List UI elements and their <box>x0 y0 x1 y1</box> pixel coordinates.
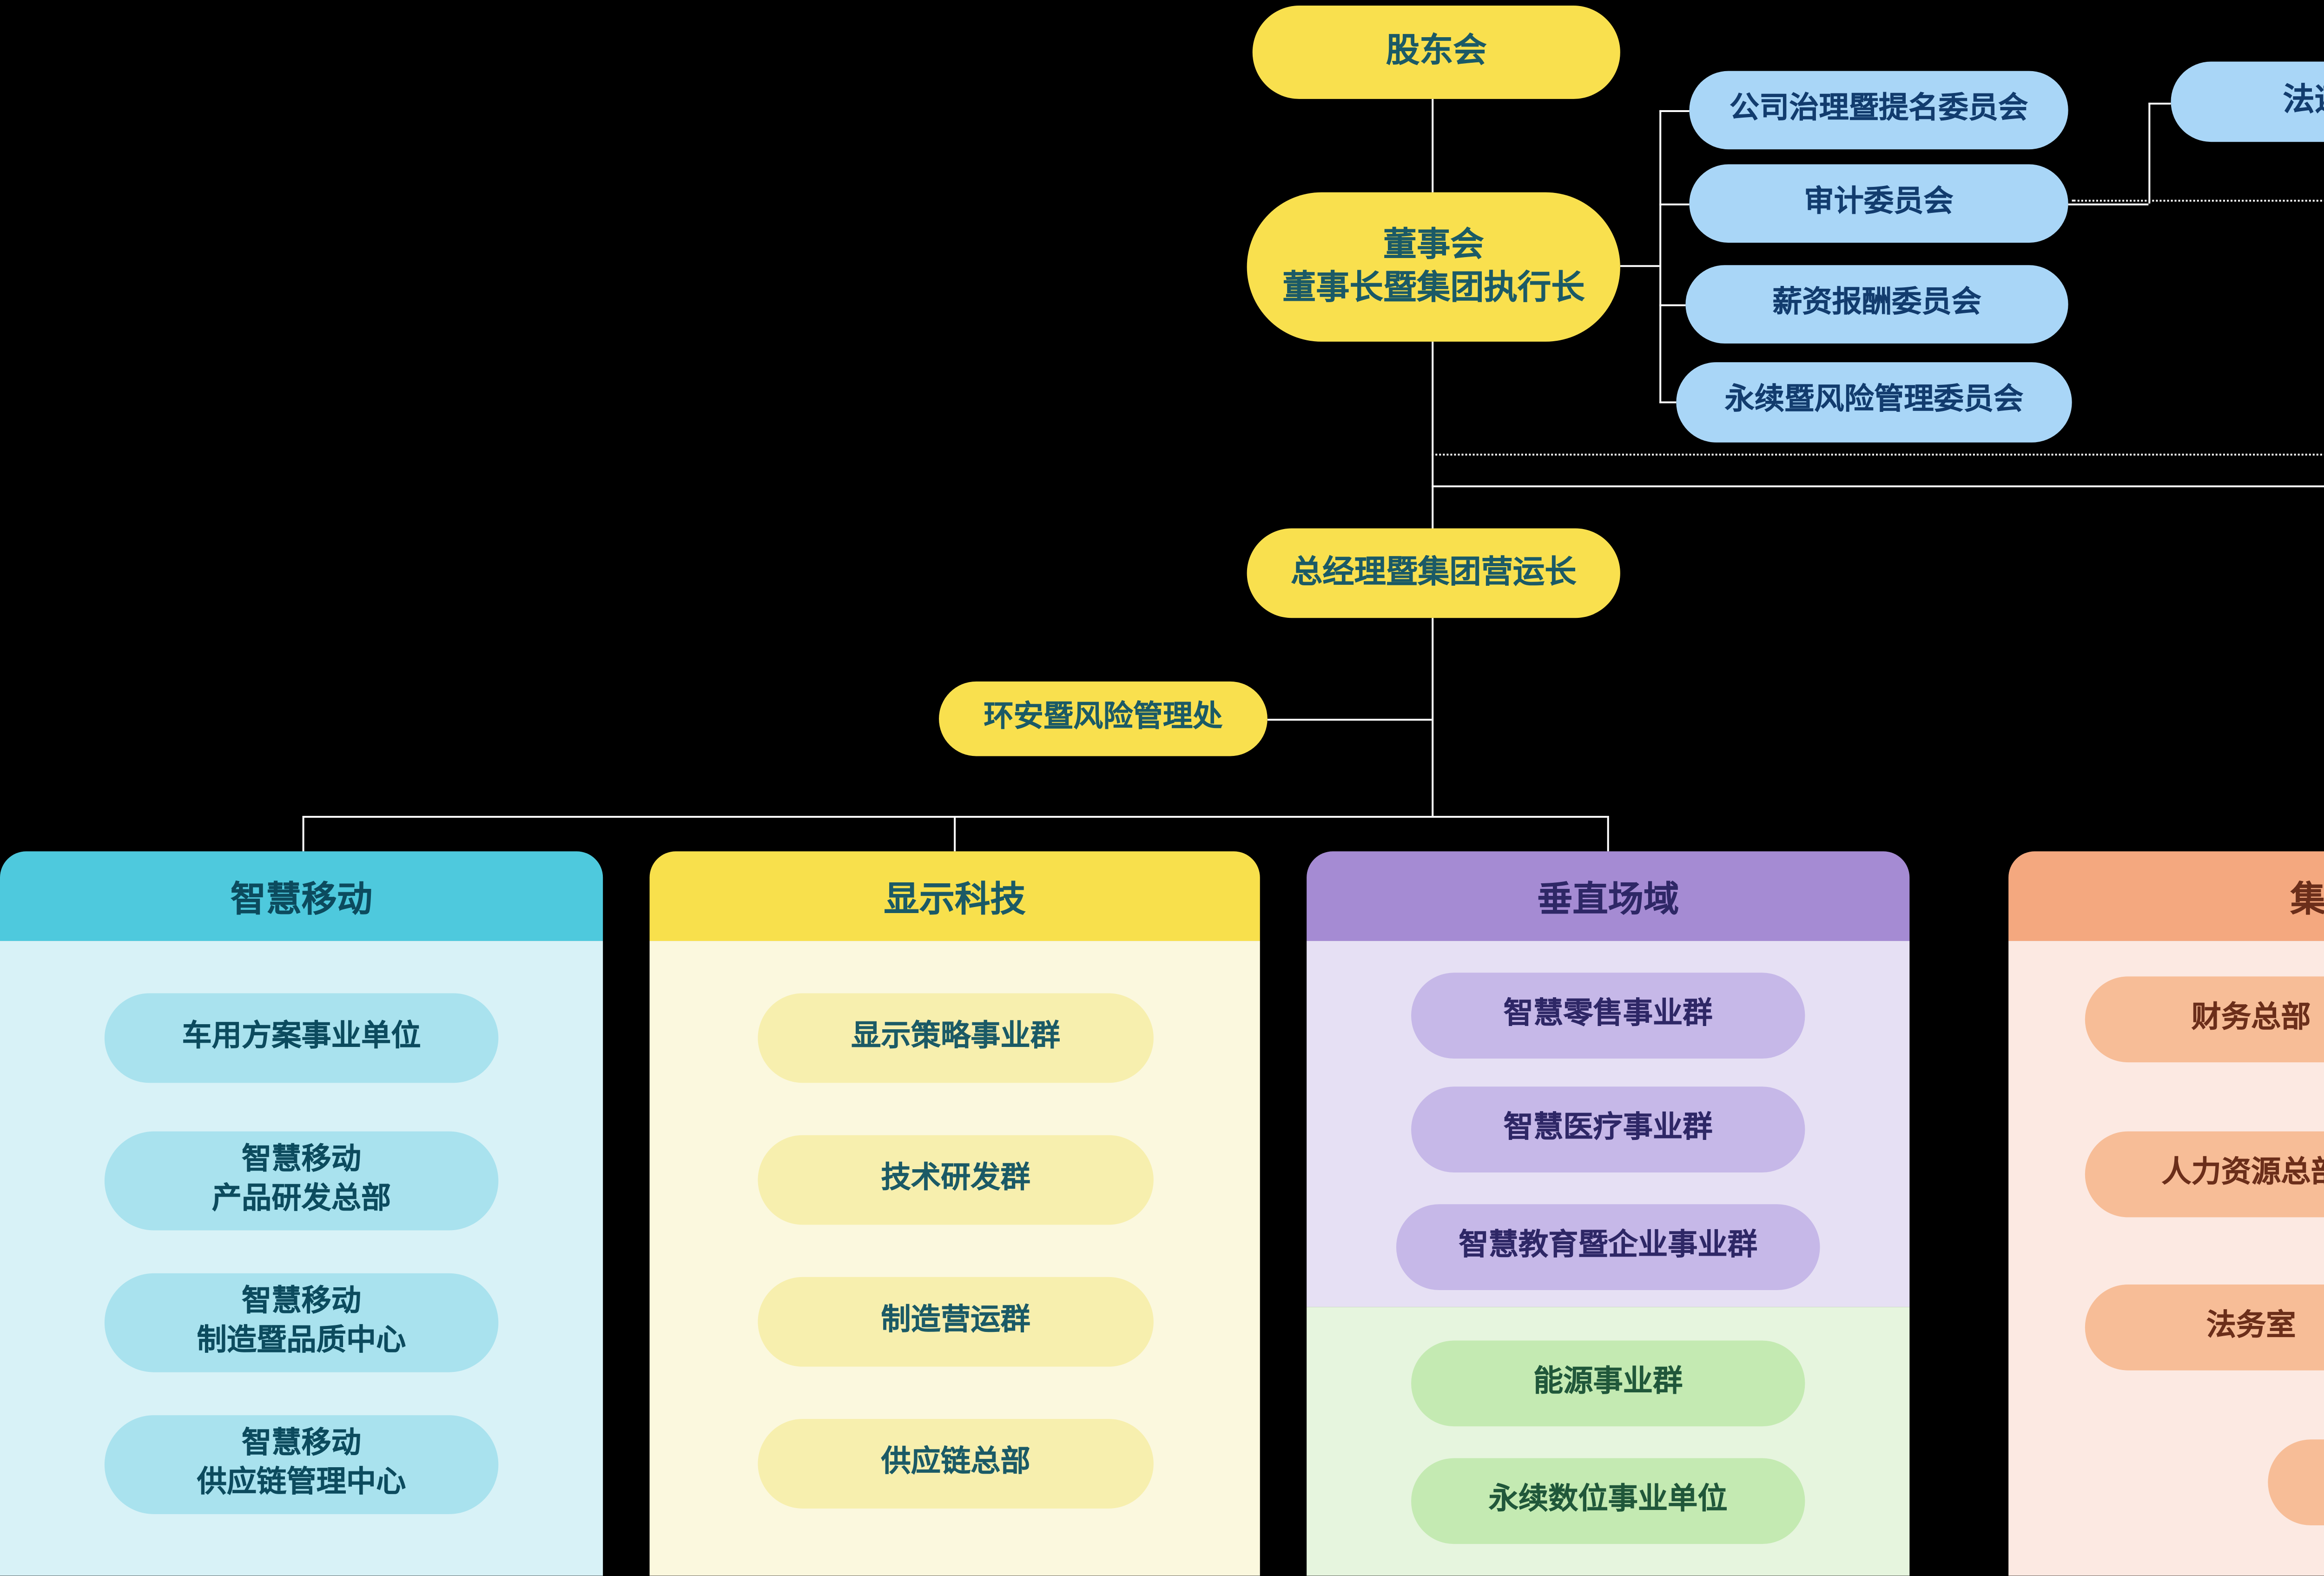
connector-compliance-stub <box>2148 102 2171 105</box>
connector-committee-1-stub <box>1659 110 1690 112</box>
org-node-smart-retail: 智慧零售事业群 <box>1411 973 1805 1059</box>
connector-drop-vertical <box>1607 815 1609 852</box>
connector-president-branch <box>1432 618 1434 816</box>
org-node-finance-hq: 财务总部 <box>2085 976 2324 1063</box>
org-node-hr-hq: 人力资源总部 <box>2085 1131 2324 1218</box>
org-node-mobility-rnd: 智慧移动 产品研发总部 <box>104 1131 499 1231</box>
org-node-smart-education-enterprise: 智慧教育暨企业事业群 <box>1396 1204 1820 1291</box>
org-node-mfg-operations: 制造营运群 <box>758 1277 1154 1367</box>
connector-support-horizontal <box>1432 485 2324 488</box>
connector-committees-spine <box>1659 110 1662 404</box>
org-node-display-strategy: 显示策略事业群 <box>758 993 1154 1083</box>
org-node-shareholders: 股东会 <box>1252 6 1620 99</box>
connector-committee-4-stub <box>1659 401 1677 404</box>
org-node-ehs-office: 环安暨风险管理处 <box>939 681 1268 756</box>
dotted-audit-to-edge <box>2072 199 2324 202</box>
org-node-mobility-supplychain: 智慧移动 供应链管理中心 <box>104 1415 499 1514</box>
division-support-header: 集团营运支援单位 <box>2008 851 2324 941</box>
connector-audit-compliance-v <box>2148 102 2151 204</box>
org-node-committee-governance: 公司治理暨提名委员会 <box>1689 71 2068 150</box>
connector-committee-3-stub <box>1659 304 1686 306</box>
division-display-header: 显示科技 <box>649 851 1260 941</box>
org-node-tech-rnd: 技术研发群 <box>758 1135 1154 1225</box>
org-node-smart-medical: 智慧医疗事业群 <box>1411 1086 1805 1173</box>
connector-drop-mobility <box>302 815 304 852</box>
org-node-legal-office: 法务室 <box>2085 1284 2324 1371</box>
org-node-committee-compensation: 薪资报酬委员会 <box>1685 265 2068 344</box>
connector-ehs-stem <box>1267 719 1432 721</box>
connector-committee-2-stub <box>1659 203 1690 205</box>
org-node-automotive-solutions: 车用方案事业单位 <box>104 993 499 1083</box>
org-node-sustainable-digital: 永续数位事业单位 <box>1411 1458 1805 1544</box>
org-node-committee-audit: 审计委员会 <box>1689 164 2068 243</box>
connector-audit-compliance-h <box>2068 203 2149 205</box>
dotted-compliance-to-stem <box>1432 453 2324 456</box>
connector-board-president <box>1432 341 1434 529</box>
division-mobility-header: 智慧移动 <box>0 851 603 941</box>
org-node-energy: 能源事业群 <box>1411 1340 1805 1427</box>
org-node-president: 总经理暨集团营运长 <box>1247 528 1620 618</box>
org-node-chief-compliance: 法遵总顾问 <box>2171 61 2324 142</box>
division-vertical-header: 垂直场域 <box>1307 851 1910 941</box>
connector-shareholders-board <box>1432 99 1434 192</box>
org-node-mobility-mfg-quality: 智慧移动 制造暨品质中心 <box>104 1273 499 1372</box>
org-node-supplychain-hq: 供应链总部 <box>758 1419 1154 1509</box>
org-node-committee-sustainability-risk: 永续暨风险管理委员会 <box>1676 362 2072 443</box>
connector-drop-display <box>954 815 956 852</box>
connector-board-committees-stub <box>1620 265 1660 267</box>
org-node-board: 董事会 董事长暨集团执行长 <box>1247 192 1620 342</box>
